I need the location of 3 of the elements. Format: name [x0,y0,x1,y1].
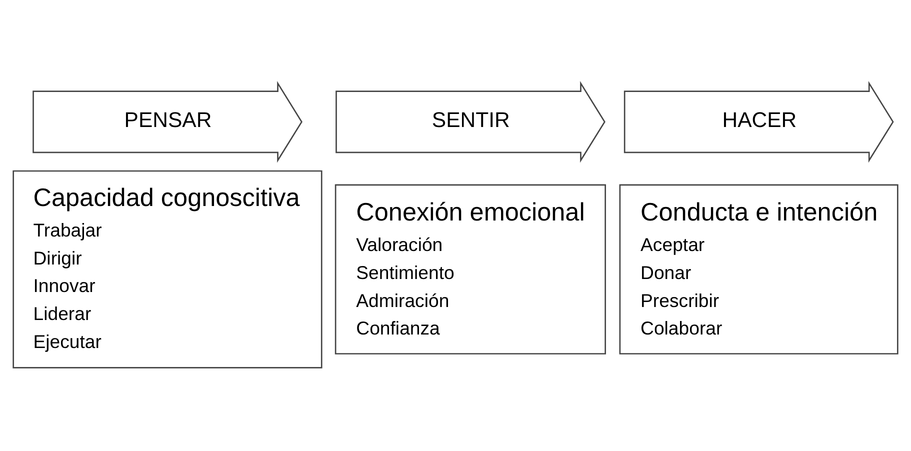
node-box: Capacidad cognoscitiva Trabajar Dirigir Innovar Liderar Ejecutar [12,170,322,368]
node-box: Conducta e intención Aceptar Donar Prescribir Colaborar [619,184,898,354]
node-box: Conexión emocional Valoración Sentimiento Admiración Confianza [334,184,606,354]
